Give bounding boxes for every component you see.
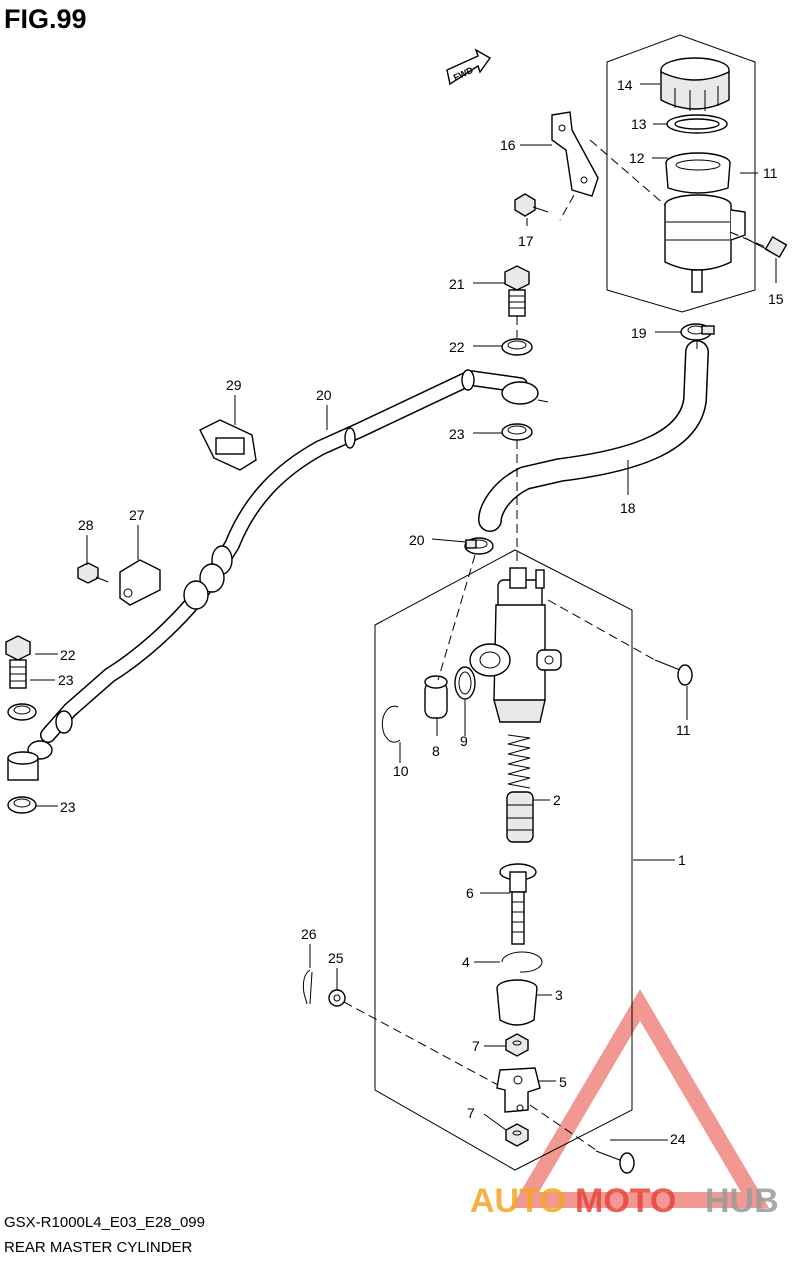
callout-1: 1 [678,852,686,868]
callout-16: 15 [768,291,784,307]
callout-15: 14 [617,77,633,93]
callout-25: 25 [328,950,344,966]
clevis [496,1067,541,1113]
watermark-auto: AUTO [470,1182,566,1220]
reservoir-body [664,194,746,293]
callout-4: 4 [462,954,470,970]
washer-lower-2 [7,796,37,814]
watermark-text: AUTO MOTO HUB [470,1182,779,1220]
callout-12: 11 [763,165,778,181]
lock-nut-upper [505,1033,529,1057]
hose-clamp-27 [119,559,161,606]
diagram-name: REAR MASTER CYLINDER [4,1239,193,1256]
callout-20-lower: 20 [409,532,425,548]
callout-23-lower-1: 23 [58,672,74,688]
circlip-4 [501,951,543,973]
callout-3: 3 [555,987,563,1003]
callout-28: 28 [78,517,94,533]
callout-20-upper: 19 [631,325,647,341]
callout-22-lower: 22 [60,647,76,663]
reservoir-screw [744,235,788,259]
leader-lines [30,83,777,1141]
callout-18: 17 [518,233,534,249]
watermark-logo [510,989,770,1208]
callout-11: 11 [676,722,691,738]
lock-nut-lower [505,1123,529,1147]
callout-24: 24 [670,1131,686,1147]
callout-23-lower-2: 23 [60,799,76,815]
washer-25 [328,989,346,1007]
callout-27: 27 [129,507,145,523]
callout-21: 20 [316,387,332,403]
callout-7-lower: 7 [467,1105,475,1121]
watermark-triangle [510,989,770,1208]
washer-lower-1 [7,703,37,721]
reservoir-cap [660,57,730,111]
spring [507,734,531,789]
reservoir-hose [478,340,709,532]
reservoir-bracket [551,111,599,197]
hose-clip-upper [680,323,715,341]
callout-22-upper: 21 [449,276,465,292]
callout-23-upper-1: 22 [449,339,465,355]
hose-clip-lower [464,537,494,555]
union-bolt-upper [504,265,530,317]
clevis-pin [595,1150,635,1174]
callout-29: 29 [226,377,242,393]
washer-upper-1 [501,338,533,356]
watermark-moto: MOTO [575,1182,676,1220]
figure-title: FIG.99 [4,4,87,34]
fwd-arrow-icon: FWD [446,48,492,86]
callout-6: 6 [466,885,474,901]
callout-9: 9 [460,733,468,749]
diaphragm-plate [666,114,728,134]
callout-26: 26 [301,926,317,942]
bracket-bolt [514,193,549,217]
piston-assembly [506,791,534,843]
hose-clamp-29 [199,419,257,471]
rod-boot [496,979,538,1026]
cotter-pin [302,969,313,1005]
callout-8: 8 [432,743,440,759]
union-bolt-lower [5,635,31,689]
mounting-bolt [654,659,693,686]
callout-10: 10 [393,763,409,779]
diagram-code: GSX-R1000L4_E03_E28_099 [4,1214,205,1231]
watermark-hub: HUB [705,1182,779,1220]
callout-23-upper-2: 23 [449,426,465,442]
fitting-sleeve [7,751,39,781]
callout-2: 2 [553,792,561,808]
callout-19: 18 [620,500,636,516]
alignment-lines [343,139,769,1151]
diaphragm [665,152,731,194]
brake-hose [27,369,549,760]
clamp-bolt [77,562,109,584]
callout-5: 5 [559,1074,567,1090]
master-cylinder-body [469,567,562,723]
callout-14: 13 [631,116,647,132]
hose-connector [424,675,448,719]
master-cylinder-group-outline [374,549,633,1171]
callout-17: 16 [500,137,516,153]
washer-upper-2 [501,423,533,441]
callout-13: 12 [629,150,645,166]
callout-7-upper: 7 [472,1038,480,1054]
callout-numbers: 14 13 12 11 16 17 15 21 22 23 19 18 20 2… [58,77,784,1147]
o-ring [454,666,476,700]
reservoir-group-outline [606,34,756,313]
push-rod [499,863,537,945]
circlip-10 [381,705,401,743]
